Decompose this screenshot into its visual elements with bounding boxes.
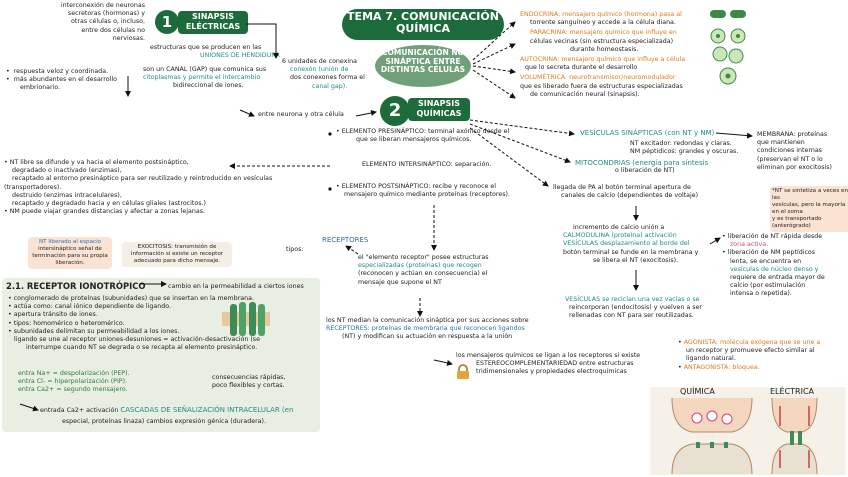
vesiculas-reciclaje: VESÍCULAS se reciclan una vez vacías o s… [565,296,702,320]
page-title: TEMA 7. COMUNICACIÓN QUÍMICA [342,9,504,40]
mitocondrias: MITOCONDRIAS (energía para síntesis o li… [575,159,709,175]
s1-canal: son un CANAL (GAP) que comunica sus cito… [143,66,267,90]
section-1-badge: 1 [155,10,179,34]
section-2-badge: 2 [380,96,410,126]
tipos-label: tipos: [286,246,304,253]
fig-quimica-label: QUÍMICA [680,387,715,396]
s21-cambio: cambio en la permeabilidad a ciertos ion… [168,283,304,290]
s21-ions: entra Na+ = despolarización (PEP).entra … [18,370,130,394]
fig-electrica-label: ELÉCTRICA [770,387,815,396]
lock-icon [457,364,469,379]
s1-bullets: • respuesta veloz y coordinada. • más ab… [6,68,117,92]
s21-panel [2,278,320,432]
receptores-label: RECEPTORES [322,236,369,244]
ves-sinapticas: VESÍCULAS SINÁPTICAS (con NT y NM) NT ex… [580,129,739,156]
s21-head: 2.1. RECEPTOR IONOTRÓPICO [6,281,146,291]
s21-especial: especial, proteínas linaza) cambios expr… [62,418,266,425]
s21-ca2: entrada Ca2+ activación CASCADAS DE SEÑA… [40,406,294,414]
s21-items: • conglomerado de proteínas (subunidades… [8,295,260,352]
ion-channel-image [222,302,270,336]
liberacion-list: • liberación de NT rápida desde zona act… [722,233,825,298]
nt-fate-list: • NT libre se difunde y va hacia el elem… [4,159,273,216]
s2-pre: • ELEMENTO PRESINÁPTICO: terminal axónic… [336,128,510,144]
mid-nt: los NT median la comunicación sináptica … [326,317,529,341]
agonista: • AGONISTA: molécula exógena que se une … [678,339,821,371]
incremento-calcio: incremento de calcio unión a CALMODULINA… [563,224,699,264]
nonsyn-block: ENDOCRINA: mensajero químico (hormona) p… [520,11,686,98]
s1-entre: entre neurona y otra célula [258,111,344,118]
llegada-pa: llegada de PA al botón terminal apertura… [553,184,699,200]
s1-desc: estructuras que se producen en las UNION… [150,44,280,60]
s2-post: • ELEMENTO POSTSINÁPTICO: recibe y recon… [336,183,510,199]
synapse-drawing [671,398,818,474]
cell-icons [710,10,746,85]
s21-rapidas: consecuencias rápidas,poco flexibles y c… [212,374,286,390]
elemento-receptor: el "elemento receptor" posee estructuras… [358,254,489,286]
s2-inter: ELEMENTO INTERSINÁPTICO: separación. [362,161,492,168]
s1-conexon: 6 unidades de conexina conexón (unión de… [282,58,365,90]
mid-ester: los mensajeros químicos se ligan a los r… [456,352,641,376]
